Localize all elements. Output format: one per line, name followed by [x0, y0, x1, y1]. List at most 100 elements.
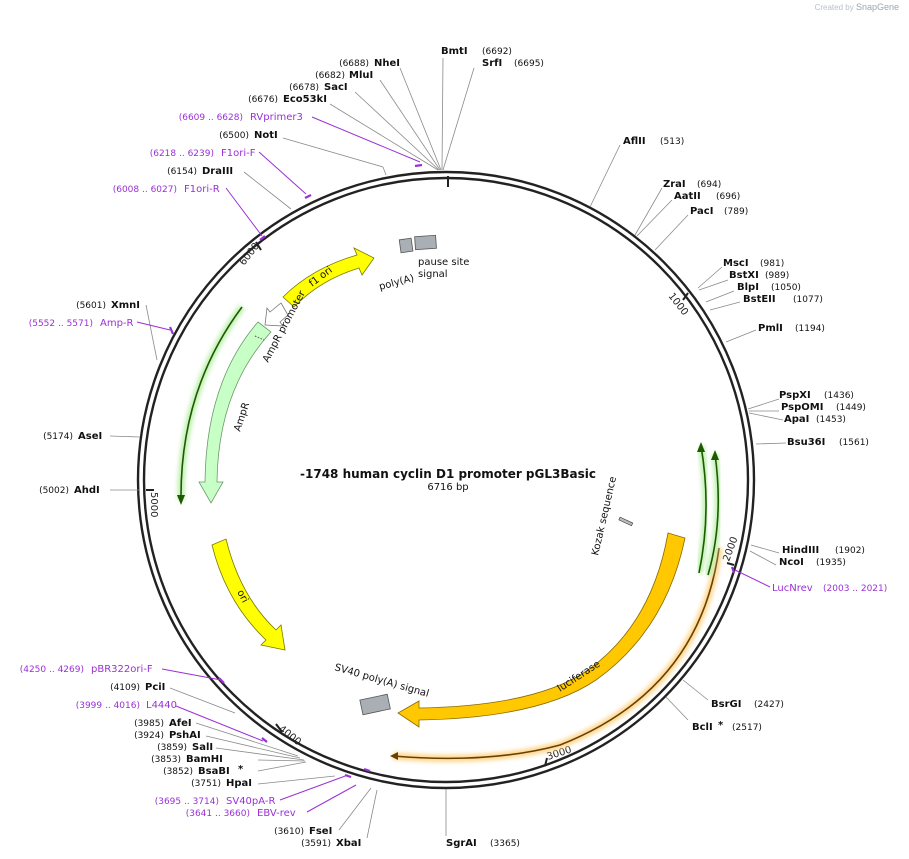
enzyme-apai-name: ApaI	[784, 414, 809, 425]
enzyme-bsabi-pos: (3852)	[163, 767, 193, 777]
enzyme-paci-pos: (789)	[724, 207, 748, 217]
enzyme-zrai-name: ZraI	[663, 179, 686, 190]
enzyme-fsei-pos: (3610)	[274, 827, 304, 837]
feature-polya-label: poly(A)	[378, 273, 416, 293]
enzyme-pshai[interactable]: (3924) PshAI	[134, 730, 201, 741]
snapgene-logo: SnapGene	[855, 2, 899, 12]
primer-pbr322ori-f[interactable]: (4250 .. 4269) pBR322ori-F	[20, 664, 153, 675]
enzyme-bsu36i[interactable]: Bsu36I (1561)	[787, 437, 869, 448]
primer-l4440[interactable]: (3999 .. 4016) L4440	[76, 700, 177, 711]
enzyme-aflii[interactable]: AflII (513)	[623, 136, 684, 147]
enzyme-pspxi[interactable]: PspXI (1436)	[779, 390, 854, 401]
enzyme-pcii-pos: (4109)	[110, 683, 140, 693]
enzyme-saci-pos: (6678)	[289, 83, 319, 93]
primer-f1ori-r-name: F1ori-R	[184, 184, 220, 195]
enzyme-bsabi[interactable]: (3852) BsaBI *	[163, 764, 244, 777]
feature-pause-site[interactable]: pause site signal	[414, 234, 470, 280]
primer-lucnrev-range: (2003 .. 2021)	[823, 584, 887, 594]
enzyme-ncoi[interactable]: NcoI (1935)	[779, 557, 846, 568]
enzyme-pspomi[interactable]: PspOMI (1449)	[781, 402, 866, 413]
enzyme-sali[interactable]: (3859) SalI	[157, 742, 213, 753]
enzyme-bsteii-pos: (1077)	[793, 295, 823, 305]
enzyme-apai[interactable]: ApaI (1453)	[784, 414, 846, 425]
enzyme-bstxi-name: BstXI	[729, 270, 759, 281]
enzyme-bmti-pos: (6692)	[482, 47, 512, 57]
enzyme-asei[interactable]: (5174) AseI	[43, 431, 102, 442]
feature-kozak: Kozak sequence	[590, 476, 634, 557]
enzyme-pmli[interactable]: PmlI (1194)	[758, 323, 825, 334]
enzyme-xbai[interactable]: (3591) XbaI	[301, 838, 361, 849]
feature-ori[interactable]: ori	[211, 538, 286, 651]
enzyme-labels: BmtI (6692) SrfI (6695) (6688) NheI (668…	[39, 46, 869, 849]
enzyme-hindiii[interactable]: HindIII (1902)	[782, 545, 865, 556]
enzyme-draiii[interactable]: (6154) DraIII	[167, 166, 233, 177]
enzyme-bmti[interactable]: BmtI (6692)	[441, 46, 512, 57]
enzyme-bsrgi[interactable]: BsrGI (2427)	[711, 699, 784, 710]
enzyme-bamhi[interactable]: (3853) BamHI	[151, 754, 223, 765]
enzyme-eco53ki-pos: (6676)	[248, 95, 278, 105]
enzyme-hpai[interactable]: (3751) HpaI	[191, 778, 252, 789]
feature-polya[interactable]: poly(A)	[378, 237, 416, 293]
enzyme-bsabi-name: BsaBI	[198, 766, 230, 777]
enzyme-fsei[interactable]: (3610) FseI	[274, 826, 332, 837]
primer-amp-r-name: Amp-R	[100, 318, 134, 329]
credit: Created by SnapGene	[815, 2, 899, 12]
enzyme-ahdi-pos: (5002)	[39, 486, 69, 496]
primer-f1ori-f-name: F1ori-F	[221, 148, 256, 159]
enzyme-asei-pos: (5174)	[43, 432, 73, 442]
primer-labels: (6609 .. 6628) RVprimer3 (6218 .. 6239) …	[20, 112, 888, 819]
feature-ampr-promoter[interactable]	[264, 302, 289, 327]
feature-ampr[interactable]: AmpR	[198, 321, 272, 504]
enzyme-eco53ki[interactable]: (6676) Eco53kI	[248, 94, 327, 105]
enzyme-blpi[interactable]: BlpI (1050)	[737, 282, 801, 293]
primer-ebv-rev[interactable]: (3641 .. 3660) EBV-rev	[186, 808, 296, 819]
primer-rvprimer3-range: (6609 .. 6628)	[179, 113, 243, 123]
enzyme-hindiii-pos: (1902)	[835, 546, 865, 556]
enzyme-pspxi-pos: (1436)	[824, 391, 854, 401]
enzyme-msci-name: MscI	[723, 258, 749, 269]
enzyme-ncoi-pos: (1935)	[816, 558, 846, 568]
enzyme-bsu36i-pos: (1561)	[839, 438, 869, 448]
enzyme-ahdi[interactable]: (5002) AhdI	[39, 485, 100, 496]
primer-amp-r[interactable]: (5552 .. 5571) Amp-R	[29, 318, 134, 329]
enzyme-bstxi[interactable]: BstXI (989)	[729, 270, 789, 281]
enzyme-draiii-name: DraIII	[202, 166, 233, 177]
enzyme-xmni-pos: (5601)	[76, 301, 106, 311]
enzyme-aatii[interactable]: AatII (696)	[674, 191, 740, 202]
plasmid-length: 6716 bp	[427, 482, 468, 493]
enzyme-pspomi-pos: (1449)	[836, 403, 866, 413]
primer-f1ori-r[interactable]: (6008 .. 6027) F1ori-R	[113, 184, 220, 195]
feature-ampr-label: AmpR	[232, 401, 252, 433]
enzyme-srfi[interactable]: SrfI (6695)	[482, 58, 544, 69]
enzyme-xmni[interactable]: (5601) XmnI	[76, 300, 140, 311]
enzyme-hpai-name: HpaI	[226, 778, 252, 789]
enzyme-bcli[interactable]: BclI * (2517)	[692, 720, 762, 733]
scale-label-5000: 5000	[148, 492, 159, 517]
primer-sv40pa-r[interactable]: (3695 .. 3714) SV40pA-R	[155, 796, 276, 807]
enzyme-nhei[interactable]: (6688) NheI	[339, 58, 400, 69]
primer-f1ori-r-range: (6008 .. 6027)	[113, 185, 177, 195]
enzyme-paci[interactable]: PacI (789)	[690, 206, 748, 217]
enzyme-zrai[interactable]: ZraI (694)	[663, 179, 721, 190]
enzyme-hpai-pos: (3751)	[191, 779, 221, 789]
enzyme-mlui-name: MluI	[349, 70, 373, 81]
enzyme-bsteii[interactable]: BstEII (1077)	[743, 294, 823, 305]
enzyme-msci[interactable]: MscI (981)	[723, 258, 784, 269]
enzyme-bmti-name: BmtI	[441, 46, 468, 57]
enzyme-saci[interactable]: (6678) SacI	[289, 82, 348, 93]
enzyme-mlui[interactable]: (6682) MluI	[315, 70, 373, 81]
enzyme-noti-name: NotI	[254, 130, 278, 141]
enzyme-srfi-pos: (6695)	[514, 59, 544, 69]
enzyme-afei[interactable]: (3985) AfeI	[134, 718, 192, 729]
feature-f1-ori[interactable]: f1 ori	[282, 247, 375, 308]
enzyme-sgrai[interactable]: SgrAI (3365)	[446, 838, 520, 849]
feature-sv40-polya-label: SV40 poly(A) signal	[333, 662, 430, 699]
enzyme-pcii[interactable]: (4109) PciI	[110, 682, 165, 693]
primer-rvprimer3[interactable]: (6609 .. 6628) RVprimer3	[179, 112, 303, 123]
enzyme-xbai-pos: (3591)	[301, 839, 331, 849]
enzyme-noti[interactable]: (6500) NotI	[219, 130, 278, 141]
primer-lucnrev[interactable]: LucNrev (2003 .. 2021)	[772, 583, 887, 594]
enzyme-nhei-pos: (6688)	[339, 59, 369, 69]
primer-f1ori-f[interactable]: (6218 .. 6239) F1ori-F	[150, 148, 256, 159]
